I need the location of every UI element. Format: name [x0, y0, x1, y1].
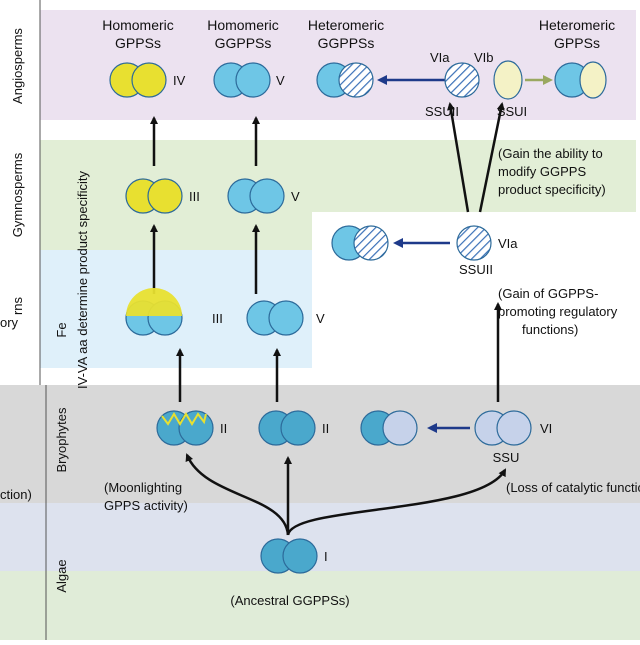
label-v-gymno: V — [291, 189, 300, 204]
label-vi: VI — [540, 421, 552, 436]
label-ii-right: II — [322, 421, 329, 436]
band-algae-bottom — [0, 571, 640, 640]
band-label-angiosperms: Angiosperms — [10, 28, 25, 104]
header-homomeric-gpps-line1: Homomeric — [102, 17, 174, 33]
enzyme-i — [260, 538, 318, 574]
black-arrows — [150, 102, 507, 536]
enzyme-vi — [474, 410, 532, 446]
note-moonlighting-line1: (Moonlighting — [104, 480, 182, 495]
label-iii-fern: III — [212, 311, 223, 326]
arrow-via-to-ssuii-top — [447, 102, 470, 213]
left-fragment-ction: ction) — [0, 487, 32, 502]
enzyme-iv — [109, 62, 167, 98]
enzyme-ii-left — [156, 410, 214, 446]
label-ssui-top: SSUI — [497, 104, 527, 119]
band-label-gymnosperms: Gymnosperms — [10, 152, 25, 237]
band-label-bryophytes: Bryophytes — [54, 407, 69, 473]
label-iii-gymno: III — [189, 189, 200, 204]
enzyme-hetero-bryo — [360, 410, 418, 446]
white-strip-left — [0, 120, 40, 385]
label-v-angio: V — [276, 73, 285, 88]
note-gain-promoting-line3: functions) — [522, 322, 578, 337]
note-gain-modify-line3: product specificity) — [498, 182, 606, 197]
enzyme-hetero-gymno — [331, 225, 389, 261]
horizontal-arrows — [377, 75, 553, 433]
label-via-top: VIa — [430, 50, 450, 65]
header-homomeric-gpps-line2: GPPSs — [115, 35, 161, 51]
left-fragment-ory: ory — [0, 315, 19, 330]
header-homomeric-ggpps-line1: Homomeric — [207, 17, 279, 33]
enzyme-iii-fern — [125, 288, 183, 336]
note-moonlighting-line2: GPPS activity) — [104, 498, 188, 513]
label-via-gymno: VIa — [498, 236, 518, 251]
label-vib: VIb — [474, 50, 494, 65]
arrow-via-to-ssui-top — [478, 102, 505, 213]
band-label-ferns: Fe — [54, 322, 69, 337]
band-label-ferns-fragment: rns — [10, 296, 25, 315]
enzyme-v-gymno — [227, 178, 285, 214]
band-bryophytes — [0, 385, 640, 503]
note-loss-catalytic: (Loss of catalytic function) — [506, 480, 640, 495]
arrow-ancestral-to-ii — [185, 453, 290, 536]
header-heteromeric-ggpps-line1: Heteromeric — [308, 17, 384, 33]
enzyme-iii-gymno — [125, 178, 183, 214]
arrow-ancestral-to-vi — [286, 468, 507, 536]
header-heteromeric-gpps-line1: Heteromeric — [539, 17, 615, 33]
note-gain-promoting-line1: (Gain of GGPPS- — [498, 286, 598, 301]
label-v-fern: V — [316, 311, 325, 326]
band-algae-top — [0, 503, 640, 571]
header-heteromeric-gpps-line2: GPPSs — [554, 35, 600, 51]
header-heteromeric-ggpps-line2: GGPPSs — [318, 35, 375, 51]
label-i: I — [324, 549, 328, 564]
enzyme-hetero-ggpps — [316, 62, 374, 98]
label-iv: IV — [173, 73, 186, 88]
enzyme-v-fern — [246, 300, 304, 336]
enzyme-via-gymno — [456, 225, 492, 261]
band-label-algae: Algae — [54, 559, 69, 592]
enzyme-v-angio — [213, 62, 271, 98]
enzyme-vib — [493, 60, 523, 100]
enzyme-via-top — [444, 62, 480, 98]
label-ssuii-gymno: SSUII — [459, 262, 493, 277]
label-ssuii-top: SSUII — [425, 104, 459, 119]
enzyme-ii-right — [258, 410, 316, 446]
side-vertical-label: IV-VA aa determine product specificity — [75, 171, 90, 389]
note-gain-modify-line2: modify GGPPS — [498, 164, 586, 179]
label-ii-left: II — [220, 421, 227, 436]
header-homomeric-ggpps-line2: GGPPSs — [215, 35, 272, 51]
note-gain-modify-line1: (Gain the ability to — [498, 146, 603, 161]
enzyme-hetero-gpps — [554, 61, 607, 99]
note-ancestral: (Ancestral GGPPSs) — [230, 593, 349, 608]
label-ssu: SSU — [493, 450, 520, 465]
note-gain-promoting-line2: promoting regulatory — [498, 304, 618, 319]
